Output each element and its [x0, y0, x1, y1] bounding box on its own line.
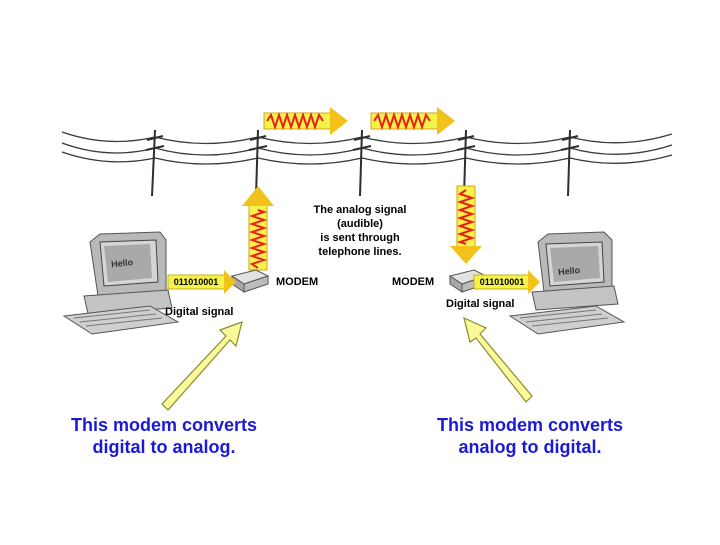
sine-wave-icon	[248, 209, 268, 269]
analog-note-line: The analog signal	[313, 204, 407, 216]
right-bits-label: 011010001	[479, 277, 525, 287]
digital-arrow-right	[473, 270, 540, 294]
analog-arrow-up	[242, 186, 274, 271]
analog-note-line: (audible)	[337, 218, 383, 230]
right-caption-line: This modem converts	[436, 415, 624, 435]
left-digital-signal-label: Digital signal	[165, 306, 234, 318]
pointer-arrow-left	[161, 321, 243, 411]
computer-icon-left: Hello	[62, 231, 180, 335]
analog-arrow-down	[450, 185, 482, 264]
analog-arrow-top-right	[370, 107, 455, 135]
modem-icon-left	[230, 269, 270, 293]
left-bits-label: 011010001	[173, 277, 219, 287]
left-caption-line: digital to analog.	[92, 437, 236, 457]
left-caption: This modem converts digital to analog.	[34, 414, 294, 458]
right-modem-label: MODEM	[392, 276, 435, 288]
screen-text-left: Hello	[111, 257, 134, 269]
sine-wave-icon	[456, 189, 476, 245]
analog-note-line: is sent through	[320, 232, 400, 244]
computer-icon-right: Hello	[508, 231, 626, 335]
screen-text-right: Hello	[558, 265, 581, 277]
analog-arrow-top-left	[263, 107, 348, 135]
right-caption-line: analog to digital.	[458, 437, 602, 457]
analog-note-line: telephone lines.	[318, 246, 402, 258]
right-caption: This modem converts analog to digital.	[400, 414, 660, 458]
digital-arrow-left	[167, 270, 236, 294]
telephone-pole-icon	[145, 129, 580, 197]
left-modem-label: MODEM	[276, 276, 319, 288]
pointer-arrow-right	[463, 316, 533, 403]
analog-signal-note: The analog signal (audible) is sent thro…	[290, 203, 430, 259]
sine-wave-icon	[266, 111, 324, 131]
left-caption-line: This modem converts	[70, 415, 258, 435]
sine-wave-icon	[373, 111, 431, 131]
right-digital-signal-label: Digital signal	[446, 298, 515, 310]
